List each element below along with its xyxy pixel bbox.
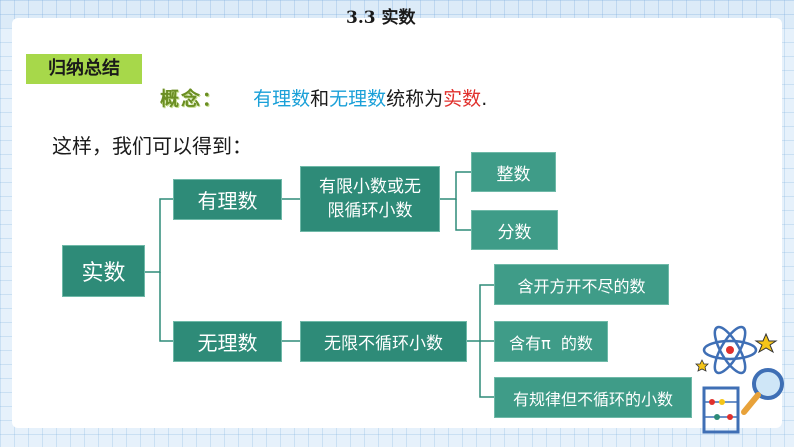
concept-unified: 统称为 xyxy=(386,88,444,110)
irrational-box: 无理数 xyxy=(173,321,282,362)
science-decoration xyxy=(695,325,784,434)
irrational-child-1: 含开方开不尽的数 xyxy=(494,264,669,305)
atom-icon xyxy=(702,325,758,375)
page-title: 3.3 实数 xyxy=(346,8,416,28)
concept-period: . xyxy=(481,88,488,110)
intro-text: 这样，我们可以得到： xyxy=(52,134,252,158)
rational-desc-box: 有限小数或无限循环小数 xyxy=(300,166,440,232)
irrational-desc-box: 无限不循环小数 xyxy=(300,321,467,362)
concept-row: 概念： 有理数和无理数统称为实数. xyxy=(160,84,487,111)
connector-desc-child3 xyxy=(479,341,494,398)
connector-root-irrational xyxy=(159,272,173,342)
summary-tag: 归纳总结 xyxy=(26,54,142,84)
star-icon xyxy=(695,332,778,372)
concept-irrational: 无理数 xyxy=(329,88,387,110)
irrational-child-2: 含有π 的数 xyxy=(494,321,608,362)
concept-label: 概念： xyxy=(160,88,224,110)
abacus-icon xyxy=(702,386,740,434)
connector-desc-child1 xyxy=(467,284,494,342)
concept-rational: 有理数 xyxy=(253,88,311,110)
connector-desc-integer xyxy=(440,171,471,200)
connector-desc-fraction xyxy=(455,199,471,231)
irrational-child-3: 有规律但不循环的小数 xyxy=(494,377,692,418)
concept-real: 实数 xyxy=(443,88,482,110)
root-box: 实数 xyxy=(62,245,145,297)
magnifier-icon xyxy=(741,368,784,415)
rational-box: 有理数 xyxy=(173,179,282,220)
integer-box: 整数 xyxy=(471,152,556,192)
connector-root-rational xyxy=(145,198,173,273)
concept-and: 和 xyxy=(310,88,330,110)
fraction-box: 分数 xyxy=(471,210,558,250)
